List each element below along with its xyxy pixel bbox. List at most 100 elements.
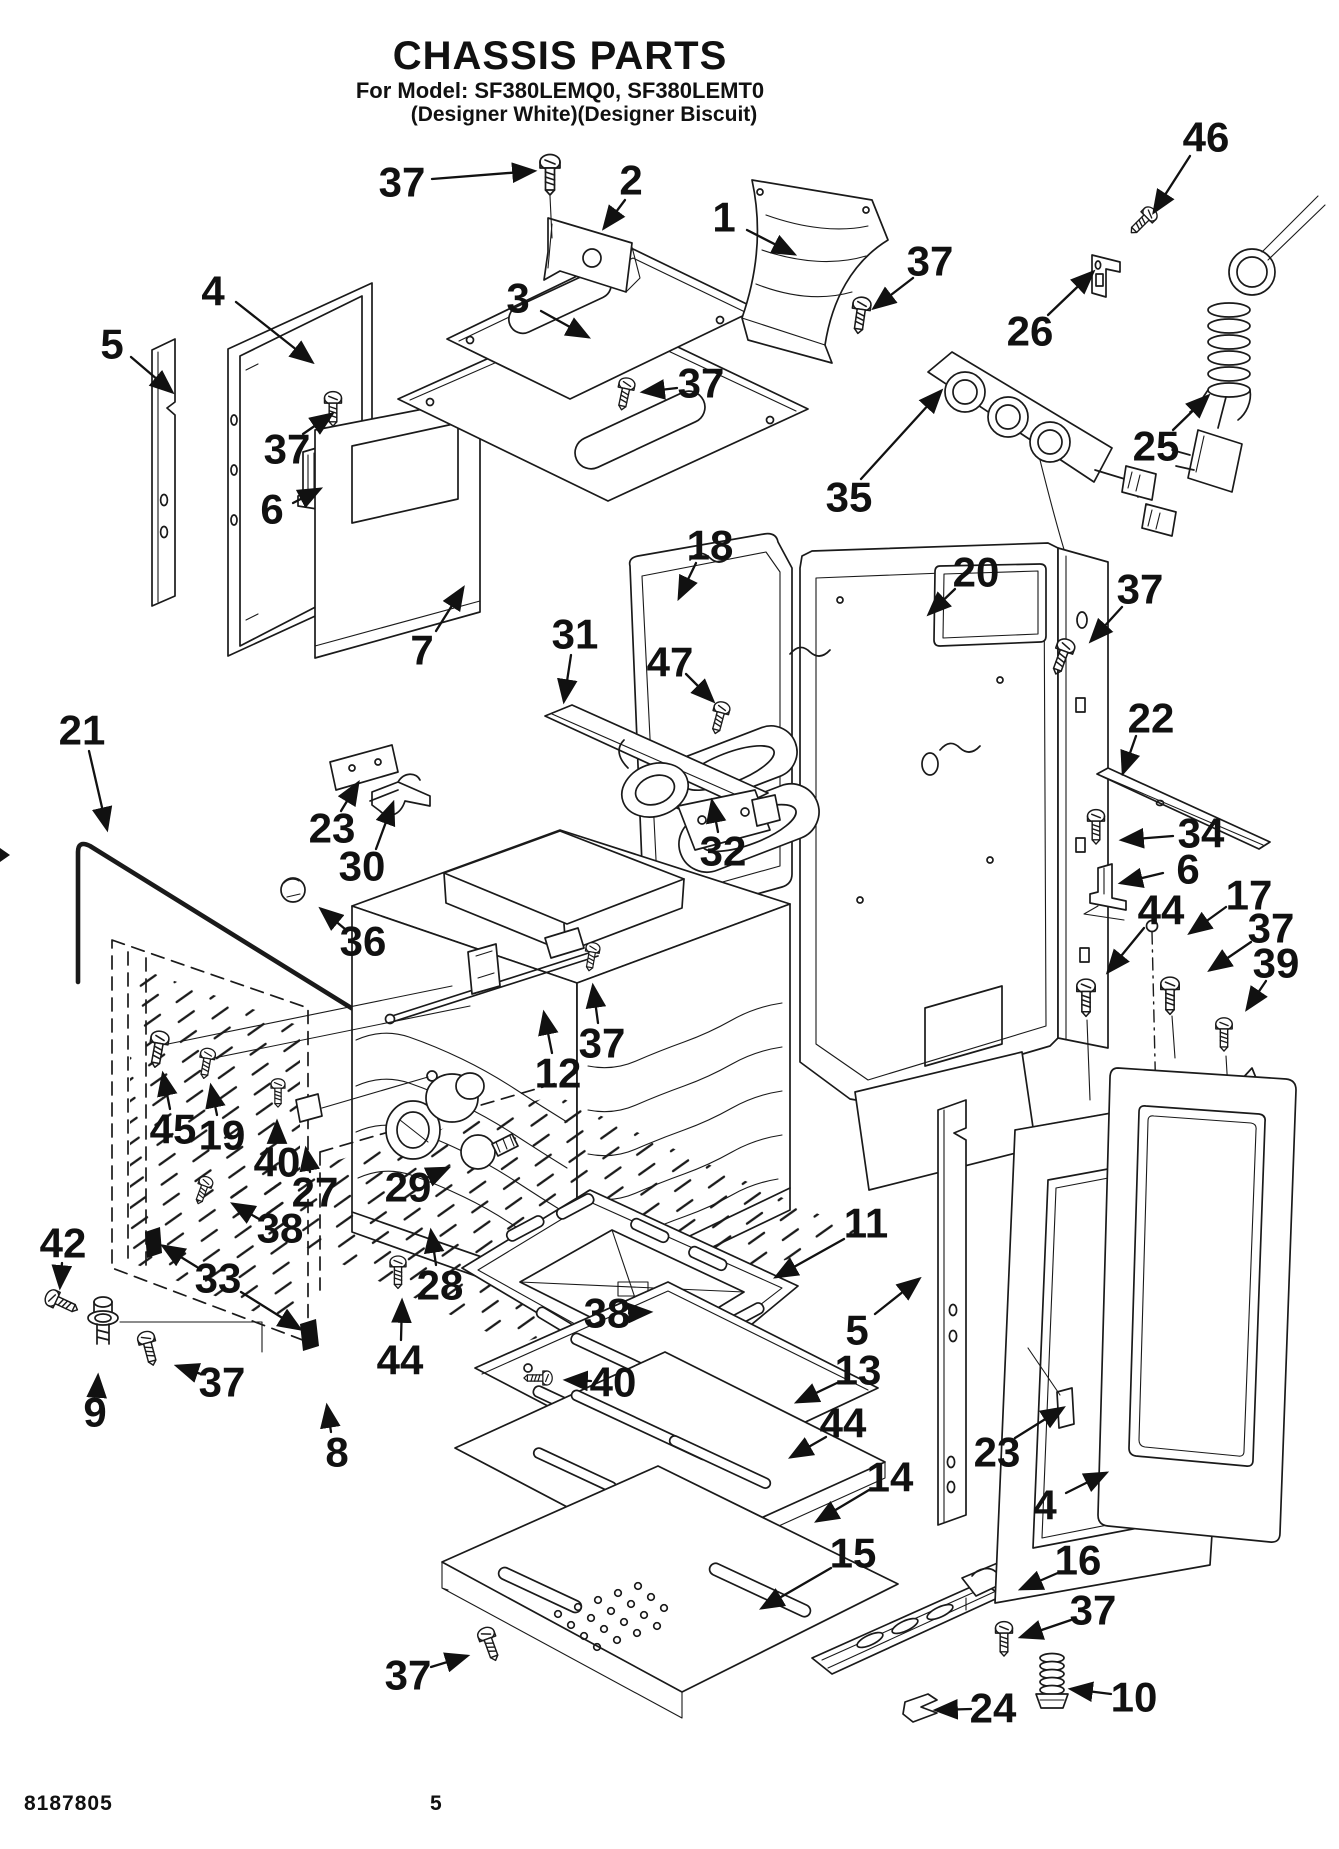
callout-arrow-26: [1046, 269, 1096, 317]
part-bracket-6-right: [1083, 863, 1127, 921]
callout-arrow-37: [585, 982, 607, 1025]
callout-label-28: 28: [417, 1262, 464, 1309]
callout-label-10: 10: [1111, 1674, 1158, 1721]
callout-arrow-28: [423, 1227, 445, 1267]
callout-arrow-8: [320, 1402, 341, 1434]
callout-label-23: 23: [974, 1429, 1021, 1476]
part-shaft-27: [295, 1070, 438, 1123]
part-insulation-7-left: [314, 397, 481, 659]
leader-lines: [167, 985, 471, 1059]
callout-label-8: 8: [325, 1429, 348, 1476]
callout-label-44: 44: [1138, 887, 1185, 934]
part-drawer-panel-14: [454, 1351, 886, 1577]
part-plate-23-left: [329, 744, 399, 791]
callout-arrow-5: [129, 355, 175, 395]
callout-label-6: 6: [260, 486, 283, 533]
part-plug-36: [280, 877, 306, 903]
callout-label-13: 13: [835, 1347, 882, 1394]
callout-label-18: 18: [687, 522, 734, 569]
parts-artwork: [0, 153, 1326, 1723]
callout-label-2: 2: [619, 157, 642, 204]
callout-arrow-37: [1088, 605, 1124, 644]
callout-arrow-44: [1105, 926, 1146, 975]
callout-arrow-24: [932, 1699, 973, 1720]
callout-label-20: 20: [953, 549, 1000, 596]
callout-arrow-3: [539, 309, 592, 339]
callout-label-21: 21: [59, 707, 106, 754]
callout-label-40: 40: [590, 1359, 637, 1406]
callout-label-5: 5: [100, 321, 123, 368]
model-line: For Model: SF380LEMQ0, SF380LEMT0: [355, 77, 765, 103]
callout-label-37: 37: [678, 360, 725, 407]
callout-arrow-32: [705, 797, 727, 834]
screw-37-base: [135, 1328, 163, 1369]
callout-label-45: 45: [150, 1106, 197, 1153]
callout-label-7: 7: [410, 627, 433, 674]
part-door-panel-4-right: [1097, 1067, 1297, 1543]
screw-42: [41, 1286, 82, 1319]
scan-artifact: [0, 848, 10, 862]
callout-arrow-23: [337, 780, 360, 813]
callout-label-40: 40: [254, 1139, 301, 1186]
callout-label-37: 37: [1117, 566, 1164, 613]
callout-arrow-44: [788, 1435, 828, 1459]
callout-arrow-19: [205, 1082, 226, 1117]
callout-label-9: 9: [83, 1389, 106, 1436]
callout-label-33: 33: [195, 1255, 242, 1302]
callout-arrow-46: [1152, 154, 1192, 215]
callout-label-16: 16: [1055, 1537, 1102, 1584]
perforation-dots: [553, 1581, 669, 1652]
callout-arrow-30: [374, 799, 396, 851]
callout-arrow-37: [429, 1652, 471, 1673]
part-latch-30: [369, 773, 431, 817]
callout-label-38: 38: [257, 1205, 304, 1252]
callout-arrow-39: [1245, 979, 1268, 1012]
callout-label-42: 42: [40, 1220, 87, 1267]
callout-arrow-14: [814, 1488, 871, 1523]
callout-arrow-25: [1171, 393, 1211, 432]
callout-arrow-33: [239, 1290, 303, 1331]
callout-arrow-29: [423, 1166, 452, 1187]
screw-37-bracket2: [539, 153, 561, 196]
callout-label-37: 37: [1070, 1587, 1117, 1634]
callout-arrow-20: [926, 587, 957, 617]
callout-label-38: 38: [584, 1290, 631, 1337]
screw-39: [1215, 1017, 1233, 1052]
part-harness-35: [927, 351, 1177, 574]
callout-arrow-44: [391, 1297, 412, 1342]
insulation-hatch-panel8: [130, 965, 300, 1330]
screw-37-rail: [994, 1620, 1014, 1657]
part-side-trim-5-right: [937, 1099, 967, 1526]
callout-arrow-13: [793, 1380, 841, 1404]
callout-arrow-17: [1187, 905, 1228, 936]
callout-arrow-21: [87, 749, 113, 833]
callout-arrow-16: [1017, 1570, 1062, 1591]
callout-arrow-38: [627, 1302, 654, 1324]
header: CHASSIS PARTS For Model: SF380LEMQ0, SF3…: [280, 34, 840, 127]
callout-label-23: 23: [309, 805, 356, 852]
part-clip-26: [1091, 254, 1121, 298]
callout-arrow-18: [677, 561, 698, 602]
callout-arrow-27: [299, 1145, 320, 1174]
callout-label-44: 44: [377, 1337, 424, 1384]
callout-arrow-37: [1207, 940, 1253, 972]
pin-17: [1145, 919, 1159, 1149]
callout-arrow-37: [430, 162, 538, 184]
callout-label-19: 19: [199, 1112, 246, 1159]
callout-label-27: 27: [292, 1169, 339, 1216]
callout-label-37: 37: [1248, 905, 1295, 952]
part-top-trim-left-5: [151, 338, 176, 607]
callout-label-4: 4: [1033, 1482, 1057, 1529]
callout-label-36: 36: [340, 918, 387, 965]
callout-arrow-34: [1118, 827, 1175, 849]
callout-arrow-4: [234, 300, 315, 365]
callout-arrow-2: [601, 198, 627, 231]
callout-label-46: 46: [1183, 114, 1230, 161]
screw-37-duct: [848, 295, 873, 336]
callout-arrow-5: [873, 1276, 922, 1316]
callout-label-37: 37: [907, 238, 954, 285]
callout-arrow-45: [157, 1070, 178, 1111]
document-number: 8187805: [24, 1792, 113, 1815]
